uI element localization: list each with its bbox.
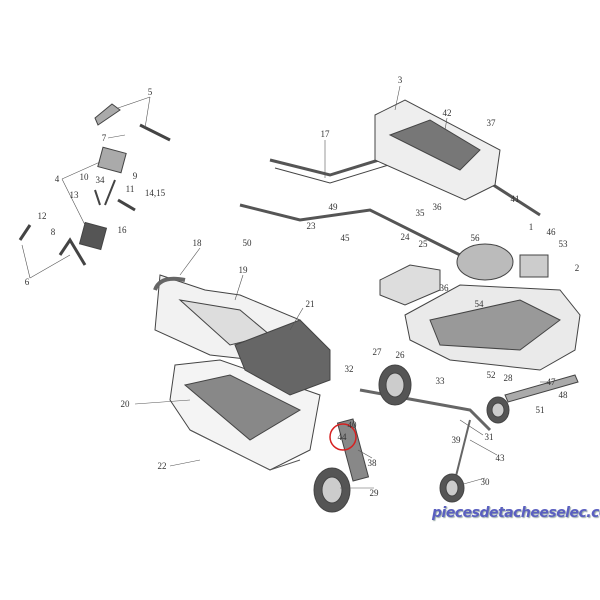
callout-label: 52 xyxy=(486,370,496,380)
callout-label: 29 xyxy=(369,488,379,498)
callout-label: 20 xyxy=(120,399,130,409)
callout-label: 42 xyxy=(442,108,452,118)
roller xyxy=(336,418,370,482)
motor xyxy=(456,243,514,281)
switch-box-parts xyxy=(18,103,171,266)
callout-label: 40 xyxy=(347,420,357,430)
callout-label: 5 xyxy=(147,87,153,97)
callout-label: 9 xyxy=(132,171,138,181)
callout-label: 53 xyxy=(558,239,568,249)
callout-label: 4 xyxy=(54,174,60,184)
callout-label: 26 xyxy=(395,350,405,360)
callout-label: 10 xyxy=(79,172,89,182)
callout-label: 11 xyxy=(125,184,135,194)
callout-label: 22 xyxy=(157,461,167,471)
callout-label: 34 xyxy=(95,175,105,185)
callout-label: 19 xyxy=(238,265,248,275)
callout-label: 48 xyxy=(558,390,568,400)
callout-label: 3 xyxy=(397,75,403,85)
callout-label: 7 xyxy=(101,133,107,143)
callout-label: 27 xyxy=(372,347,382,357)
callout-label: 28 xyxy=(503,373,513,383)
callout-label: 14,15 xyxy=(144,188,166,198)
blade xyxy=(504,374,579,403)
callout-label: 18 xyxy=(192,238,202,248)
callout-label: 8 xyxy=(50,227,56,237)
callout-label: 1 xyxy=(528,222,534,232)
callout-label: 31 xyxy=(484,432,494,442)
callout-label: 35 xyxy=(415,208,425,218)
callout-label: 30 xyxy=(480,477,490,487)
mower-deck xyxy=(404,284,581,371)
callout-label: 13 xyxy=(69,190,79,200)
callout-label: 17 xyxy=(320,129,330,139)
callout-label: 51 xyxy=(535,405,545,415)
callout-label: 36 xyxy=(439,283,449,293)
callout-label: 49 xyxy=(328,202,338,212)
callout-label: 43 xyxy=(495,453,505,463)
wheels xyxy=(313,364,510,513)
callout-label: 39 xyxy=(451,435,461,445)
top-cover xyxy=(374,99,501,201)
battery xyxy=(519,254,549,278)
callout-label: 12 xyxy=(37,211,47,221)
callout-label: 24 xyxy=(400,232,410,242)
rear-axle xyxy=(359,388,492,432)
baffle xyxy=(234,319,331,396)
leader-lines xyxy=(21,85,550,489)
control-panel xyxy=(379,264,441,306)
callout-label: 33 xyxy=(435,376,445,386)
callout-label: 25 xyxy=(418,239,428,249)
callout-label: 46 xyxy=(546,227,556,237)
callout-label: 50 xyxy=(242,238,252,248)
callout-label: 56 xyxy=(470,233,480,243)
callout-label: 37 xyxy=(486,118,496,128)
callout-label: 41 xyxy=(510,194,520,204)
callout-label: 45 xyxy=(340,233,350,243)
callout-label-highlighted: 44 xyxy=(337,432,347,442)
callout-label: 21 xyxy=(305,299,315,309)
callout-label: 38 xyxy=(367,458,377,468)
front-axle xyxy=(454,419,471,481)
callout-label: 2 xyxy=(574,263,580,273)
callout-label: 32 xyxy=(344,364,354,374)
callout-label: 6 xyxy=(24,277,30,287)
callout-label: 47 xyxy=(546,377,556,387)
callout-label: 23 xyxy=(306,221,316,231)
callout-label: 16 xyxy=(117,225,127,235)
callout-label: 54 xyxy=(474,299,484,309)
callout-label: 36 xyxy=(432,202,442,212)
highlight-circle xyxy=(329,423,357,451)
watermark: piecesdetacheeselec.com xyxy=(432,505,600,521)
